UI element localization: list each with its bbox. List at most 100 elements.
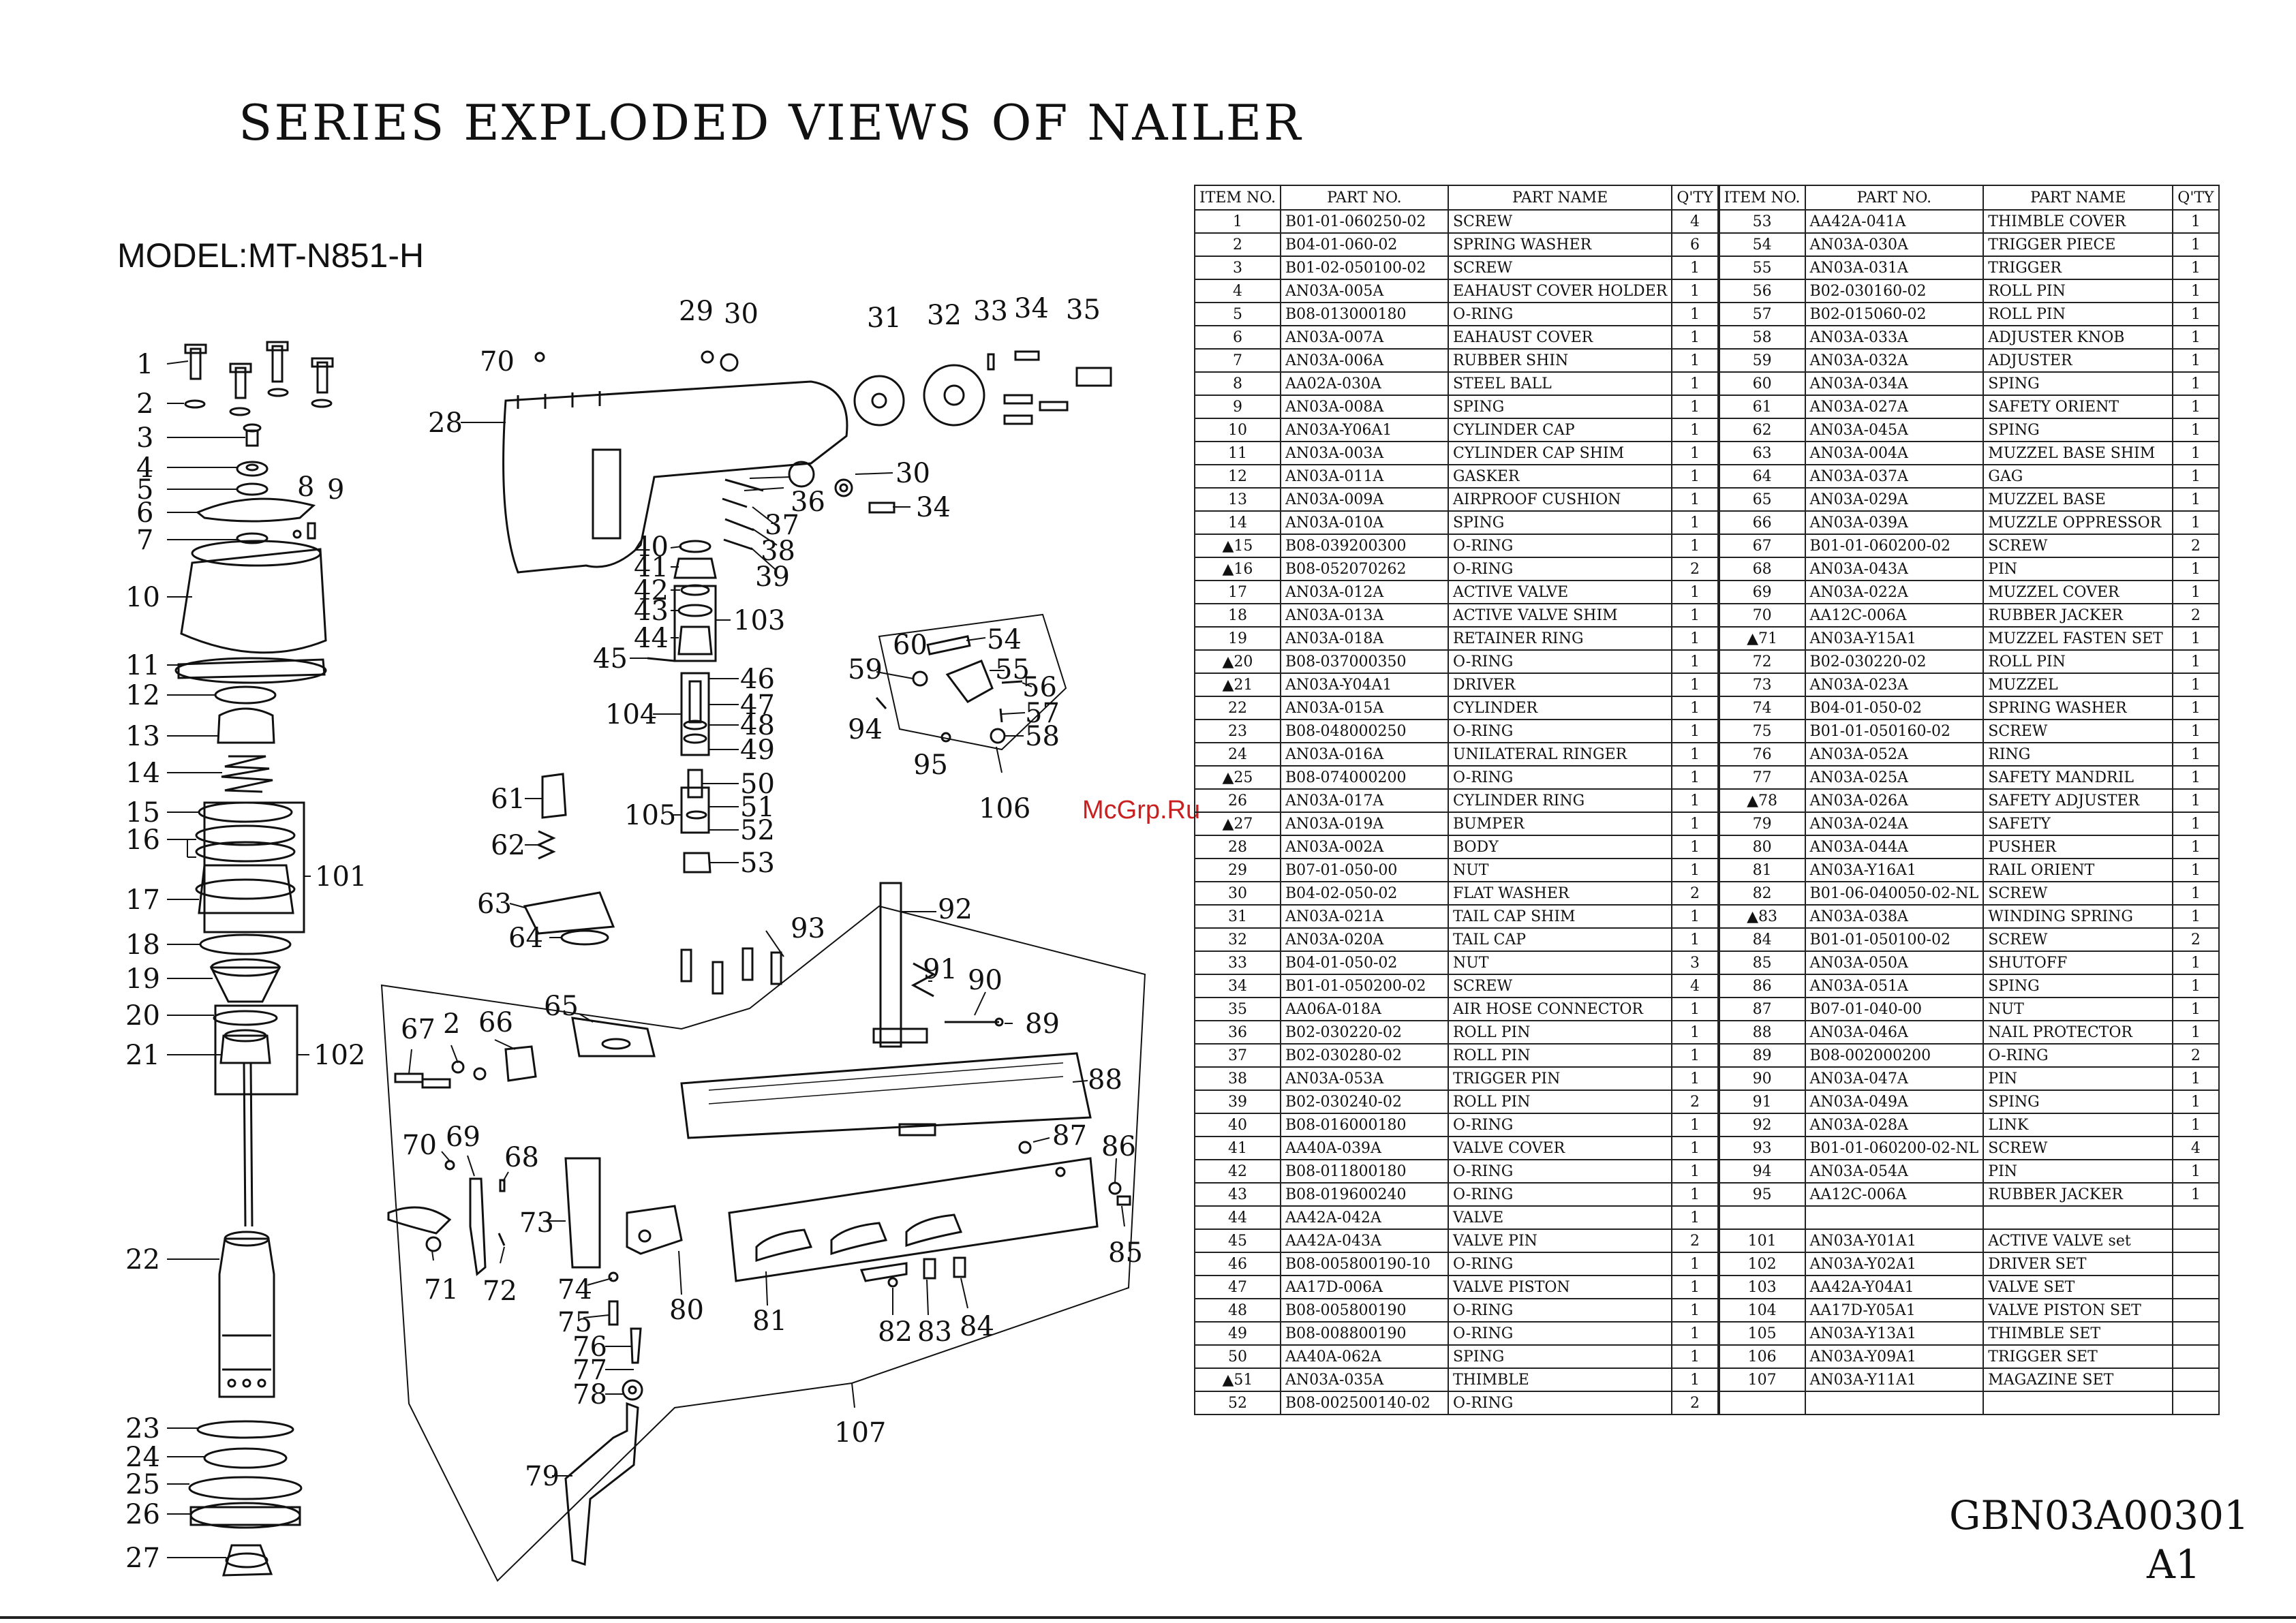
callout-42: 42 <box>634 575 669 606</box>
cell-qty: 1 <box>1671 279 1719 303</box>
cell-name: PIN <box>1983 557 2174 581</box>
cell-no: 42 <box>1194 1159 1281 1184</box>
cell-name: DRIVER SET <box>1983 1252 2174 1276</box>
cell-pn: B02-030160-02 <box>1804 279 1985 303</box>
cell-qty <box>2172 1205 2220 1230</box>
cell-no: 91 <box>1717 1089 1806 1114</box>
cell-name: RING <box>1983 742 2174 767</box>
cell-qty: 1 <box>2172 719 2220 743</box>
cell-qty: 1 <box>2172 765 2220 790</box>
bottom-divider <box>0 1616 2296 1619</box>
callout-92: 92 <box>938 894 973 925</box>
cell-qty: 1 <box>1671 1043 1719 1068</box>
callout-59: 59 <box>848 654 883 685</box>
cell-name <box>1983 1391 2174 1415</box>
cell-no: 8 <box>1194 371 1281 396</box>
cell-qty: 1 <box>1671 742 1719 767</box>
cell-pn: AN03A-Y16A1 <box>1804 858 1985 882</box>
callout-88: 88 <box>1088 1064 1122 1096</box>
cell-pn: B01-06-040050-02-NL <box>1804 881 1985 906</box>
cell-name: SPING <box>1983 418 2174 442</box>
page-title: SERIES EXPLODED VIEWS OF NAILER <box>239 94 1303 151</box>
cell-name: VALVE SET <box>1983 1275 2174 1299</box>
cell-pn: AN03A-018A <box>1279 626 1449 651</box>
callout-80: 80 <box>669 1295 704 1326</box>
cell-pn: AN03A-023A <box>1804 673 1985 697</box>
callout-83: 83 <box>917 1316 952 1348</box>
callout-52: 52 <box>740 815 775 846</box>
cell-no: 60 <box>1717 371 1806 396</box>
exploded-view-diagram: 1 2 3 4 5 6 7 8 9 10 11 12 13 14 15 16 1… <box>125 293 1146 1582</box>
cell-qty: 1 <box>1671 997 1719 1021</box>
callout-54: 54 <box>987 624 1022 655</box>
cell-name: SPING <box>1447 395 1673 419</box>
cell-pn: AN03A-028A <box>1804 1113 1985 1137</box>
cell-pn: AN03A-038A <box>1804 904 1985 929</box>
cell-name: O-RING <box>1447 765 1673 790</box>
cell-qty: 1 <box>2172 626 2220 651</box>
cell-qty: 1 <box>1671 371 1719 396</box>
cell-pn: AN03A-046A <box>1804 1020 1985 1045</box>
cell-name: O-RING <box>1447 719 1673 743</box>
cell-qty: 1 <box>1671 348 1719 373</box>
cell-name: O-RING <box>1447 649 1673 674</box>
cell-name: AIRPROOF CUSHION <box>1447 487 1673 512</box>
callout-34b: 34 <box>916 492 951 523</box>
trigger-set-leaders <box>876 637 1032 773</box>
cell-name: RETAINER RING <box>1447 626 1673 651</box>
body-leaders <box>461 422 910 938</box>
cell-no: 56 <box>1717 279 1806 303</box>
callout-29: 29 <box>679 296 714 327</box>
cell-no: 47 <box>1194 1275 1281 1299</box>
body-parts <box>502 350 1112 946</box>
cell-qty: 1 <box>1671 1159 1719 1184</box>
cell-pn: B01-01-060250-02 <box>1279 209 1449 234</box>
callout-56: 56 <box>1022 672 1057 703</box>
cell-qty: 1 <box>2172 742 2220 767</box>
cell-name: RUBBER JACKER <box>1983 1182 2174 1207</box>
cell-no: 29 <box>1194 858 1281 882</box>
cell-pn: AA12C-006A <box>1804 1182 1985 1207</box>
cell-qty: 1 <box>2172 1066 2220 1091</box>
cell-no: ▲25 <box>1194 765 1281 790</box>
cell-qty: 1 <box>1671 719 1719 743</box>
cell-no: 11 <box>1194 441 1281 465</box>
cell-pn: B02-030240-02 <box>1279 1089 1449 1114</box>
cell-pn <box>1804 1391 1985 1415</box>
cell-name: SCREW <box>1447 256 1673 280</box>
magazine-set-callouts: 93 92 91 90 89 88 65 67 2 66 87 86 85 70… <box>401 894 1143 1492</box>
cell-qty: 1 <box>2172 835 2220 859</box>
cell-qty: 1 <box>1671 649 1719 674</box>
cell-no: 58 <box>1717 325 1806 350</box>
header-qty: Q'TY <box>1671 185 1719 211</box>
cell-name: SAFETY <box>1983 812 2174 836</box>
cell-qty: 1 <box>1671 1205 1719 1230</box>
cell-pn: B01-01-060200-02-NL <box>1804 1136 1985 1160</box>
cell-no: 12 <box>1194 464 1281 489</box>
cell-qty <box>2172 1252 2220 1276</box>
callout-82: 82 <box>878 1316 913 1348</box>
cell-pn: AN03A-011A <box>1279 464 1449 489</box>
cell-no: 17 <box>1194 580 1281 604</box>
callout-106: 106 <box>979 793 1030 824</box>
cell-name <box>1983 1205 2174 1230</box>
cell-name: EAHAUST COVER <box>1447 325 1673 350</box>
callout-1: 1 <box>136 349 153 380</box>
cell-name: O-RING <box>1447 1391 1673 1415</box>
cell-pn: AN03A-006A <box>1279 348 1449 373</box>
cell-no: 23 <box>1194 719 1281 743</box>
cell-name: TRIGGER <box>1983 256 2174 280</box>
cell-qty: 1 <box>1671 603 1719 628</box>
cell-pn: B04-02-050-02 <box>1279 881 1449 906</box>
cell-no: 5 <box>1194 302 1281 326</box>
callout-27: 27 <box>125 1543 160 1574</box>
